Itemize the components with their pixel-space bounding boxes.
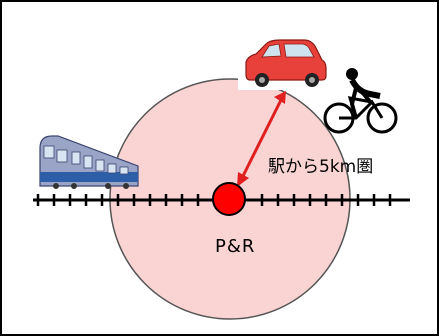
cyclist-icon: [323, 68, 398, 134]
train-icon: [39, 135, 139, 189]
station-label: P&R: [215, 236, 256, 257]
car-icon: [238, 36, 332, 90]
radius-label: 駅から5km圏: [268, 157, 374, 177]
station-dot: [212, 182, 246, 216]
distance-arrow: [237, 91, 286, 187]
